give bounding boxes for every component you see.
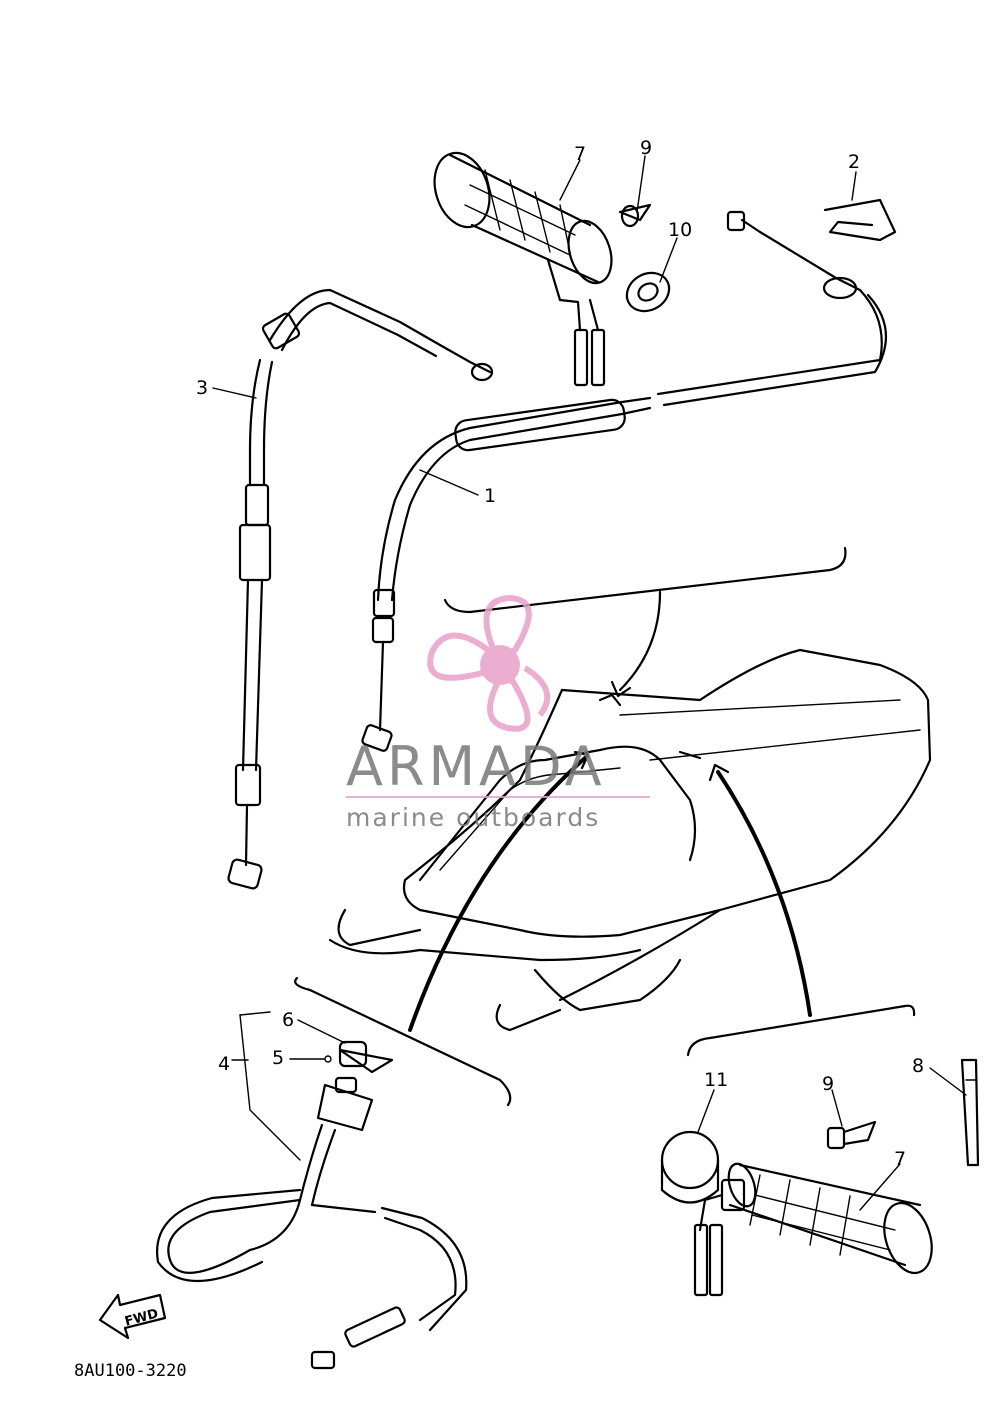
- callout-8: 8: [912, 1055, 924, 1077]
- leader-lines: [212, 155, 967, 1211]
- choke-cable: [227, 288, 494, 890]
- screw-bottom: [826, 1120, 877, 1150]
- grip-top: [433, 151, 613, 387]
- callout-5: 5: [272, 1047, 284, 1069]
- propeller-logo: [427, 594, 551, 732]
- screw-top: [618, 203, 652, 228]
- watermark-tagline: marine outboards: [346, 803, 600, 832]
- detail-brackets: [294, 976, 916, 1107]
- throttle-cable: [361, 210, 887, 752]
- drawing-code: 8AU100-3220: [74, 1361, 187, 1381]
- callout-3: 3: [196, 377, 208, 399]
- cable-band: [960, 1058, 980, 1167]
- watermark: ARMADA marine outboards: [346, 594, 650, 832]
- callout-1: 1: [484, 485, 496, 507]
- forward-direction-arrow: FWD: [98, 1293, 167, 1340]
- stop-switch-assembly: [156, 1011, 468, 1370]
- callout-9-top: 9: [640, 137, 652, 159]
- watercraft-hull: [328, 546, 932, 1032]
- watermark-brand: ARMADA: [346, 735, 606, 798]
- callout-2: 2: [848, 151, 860, 173]
- callout-7-top: 7: [574, 143, 586, 165]
- callout-6: 6: [282, 1009, 294, 1031]
- clip: [823, 198, 897, 242]
- callout-4: 4: [218, 1053, 230, 1075]
- washer: [625, 271, 671, 313]
- callout-11: 11: [704, 1069, 728, 1091]
- callout-9-bottom: 9: [822, 1073, 834, 1095]
- grip-bottom: [693, 1162, 933, 1297]
- callout-labels: 1 2 3 4 5 6 7 7 8 9 9 10 11: [196, 137, 924, 1170]
- fwd-label: FWD: [123, 1306, 160, 1329]
- callout-10: 10: [668, 219, 692, 241]
- grip-cap: [660, 1130, 720, 1204]
- reference-arrows: [408, 590, 812, 1032]
- callout-7-bottom: 7: [894, 1148, 906, 1170]
